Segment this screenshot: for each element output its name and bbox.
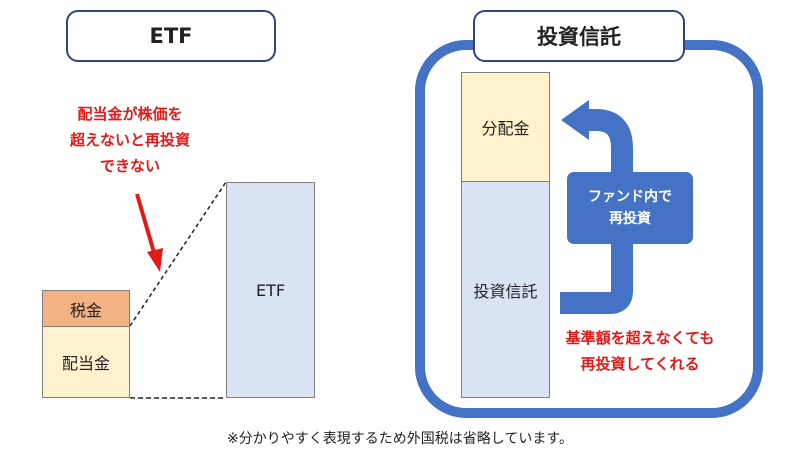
etf-block-label: ETF: [255, 280, 286, 300]
etf-note-line-2: 超えないと再投資: [69, 131, 190, 149]
mutual-fund-block: 投資信託: [461, 181, 550, 398]
footnote: ※分かりやすく表現するため外国税は省略しています。: [227, 431, 573, 447]
etf-note-line-1: 配当金が株価を: [77, 105, 183, 123]
dashed-line-top: [129, 181, 227, 327]
red-arrow-head: [147, 248, 163, 272]
mutual-fund-title-text: 投資信託: [537, 25, 621, 49]
reinvest-badge: ファンド内で 再投資: [567, 172, 693, 244]
tax-block: 税金: [42, 290, 130, 327]
etf-title: ETF: [66, 10, 276, 62]
mutual-fund-note: 基準額を超えなくても 再投資してくれる: [552, 325, 728, 377]
tax-label: 税金: [69, 300, 102, 320]
mutual-fund-block-label: 投資信託: [473, 281, 538, 301]
reinvest-badge-line-2: 再投資: [609, 211, 651, 227]
dividend-block: 配当金: [42, 326, 130, 398]
mutual-fund-title: 投資信託: [473, 10, 685, 62]
dividend-label: 配当金: [61, 354, 110, 373]
distribution-label: 分配金: [481, 119, 530, 138]
etf-title-text: ETF: [149, 24, 193, 48]
reinvest-arrow-head: [561, 100, 589, 140]
mutual-fund-note-line-1: 基準額を超えなくても: [565, 329, 715, 347]
etf-note: 配当金が株価を 超えないと再投資 できない: [50, 101, 210, 179]
etf-block: ETF: [226, 182, 315, 398]
red-arrow-shaft: [135, 193, 157, 257]
distribution-block: 分配金: [461, 72, 550, 182]
reinvest-badge-line-1: ファンド内で: [588, 189, 672, 205]
etf-note-line-3: できない: [99, 157, 160, 175]
mutual-fund-note-line-2: 再投資してくれる: [580, 355, 700, 373]
